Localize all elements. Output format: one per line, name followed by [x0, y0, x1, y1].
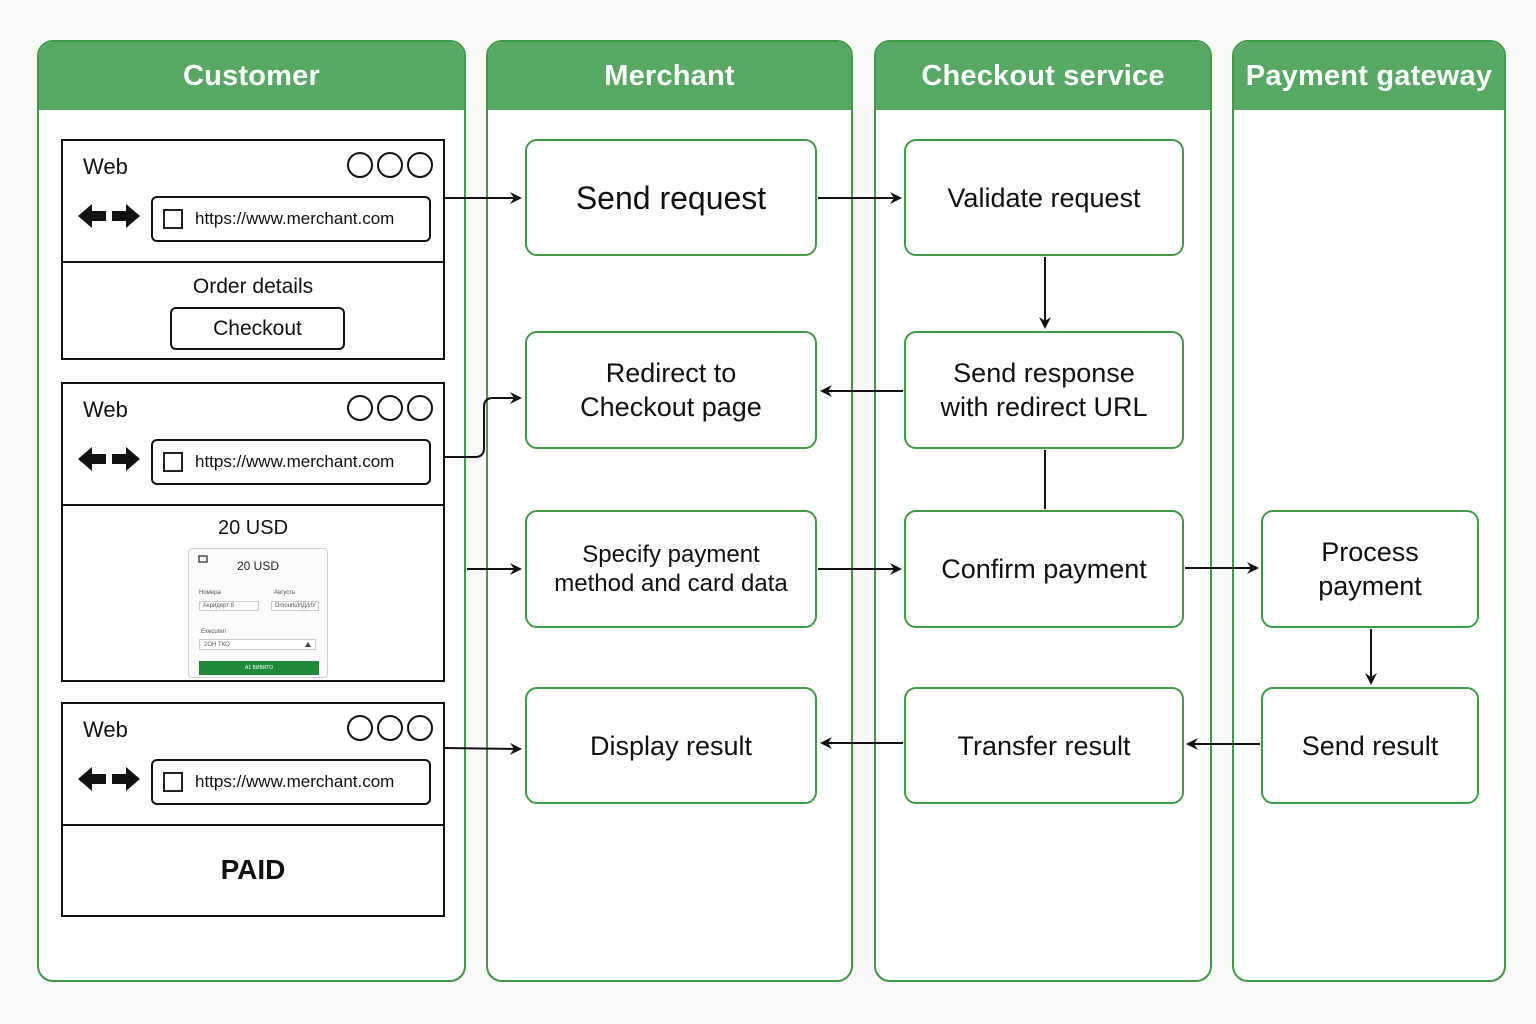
form-label-1: Номера: [199, 590, 221, 596]
step-redirect-to-checkout-label: Redirect to Checkout page: [580, 358, 762, 422]
address-bar[interactable]: https://www.merchant.com: [151, 196, 431, 242]
window-control-icon[interactable]: [377, 715, 403, 741]
page-icon: [163, 209, 183, 229]
page-icon: [163, 772, 183, 792]
address-bar-url: https://www.merchant.com: [195, 452, 395, 471]
browser-window-order: Web https://www.merchant.com Order detai…: [61, 139, 445, 360]
window-control-icon[interactable]: [377, 395, 403, 421]
forward-arrow-icon[interactable]: [112, 203, 142, 229]
step-specify-payment-label: Specify payment method and card data: [554, 541, 788, 597]
lane-title-customer: Customer: [39, 42, 464, 110]
card-icon: [198, 555, 208, 563]
address-bar-url: https://www.merchant.com: [195, 209, 395, 228]
browser-toolbar: Web https://www.merchant.com: [63, 141, 443, 263]
step-process-payment-label: Process payment: [1318, 537, 1422, 601]
form-label-3: Executeri: [201, 629, 227, 635]
step-transfer-result: Transfer result: [904, 687, 1184, 804]
step-send-response-label: Send response with redirect URL: [940, 358, 1148, 422]
address-bar[interactable]: https://www.merchant.com: [151, 759, 431, 805]
step-send-request: Send request: [525, 139, 817, 256]
window-controls: [347, 152, 433, 178]
web-label: Web: [83, 154, 128, 179]
web-label: Web: [83, 397, 128, 422]
chevron-icon: [305, 642, 311, 647]
window-control-icon[interactable]: [407, 395, 433, 421]
cvc-value: 2ОН ТКО: [204, 642, 230, 648]
window-control-icon[interactable]: [347, 715, 373, 741]
browser-window-payment-form: Web https://www.merchant.com 20 USD 20 U…: [61, 382, 445, 682]
card-number-field[interactable]: Акридерт 8: [199, 601, 259, 611]
step-display-result: Display result: [525, 687, 817, 804]
nav-buttons: [78, 203, 142, 229]
window-control-icon[interactable]: [347, 395, 373, 421]
window-control-icon[interactable]: [407, 152, 433, 178]
browser-window-paid: Web https://www.merchant.com PAID: [61, 702, 445, 917]
step-specify-payment: Specify payment method and card data: [525, 510, 817, 628]
window-control-icon[interactable]: [347, 152, 373, 178]
address-bar-url: https://www.merchant.com: [195, 772, 395, 791]
window-controls: [347, 715, 433, 741]
step-process-payment: Process payment: [1261, 510, 1479, 628]
step-send-result-label: Send result: [1301, 730, 1439, 761]
lane-title-payment-gateway: Payment gateway: [1234, 42, 1504, 110]
forward-arrow-icon[interactable]: [112, 446, 142, 472]
form-amount: 20 USD: [236, 559, 280, 573]
order-details-label: Order details: [192, 275, 314, 298]
forward-arrow-icon[interactable]: [112, 766, 142, 792]
window-control-icon[interactable]: [407, 715, 433, 741]
step-display-result-label: Display result: [589, 730, 753, 761]
address-bar[interactable]: https://www.merchant.com: [151, 439, 431, 485]
form-label-2: Августь: [274, 590, 296, 596]
step-send-request-label: Send request: [575, 179, 767, 216]
page-icon: [163, 452, 183, 472]
web-label: Web: [83, 717, 128, 742]
amount-label: 20 USD: [217, 517, 289, 539]
step-transfer-result-label: Transfer result: [957, 730, 1131, 761]
browser-toolbar: Web https://www.merchant.com: [63, 704, 443, 826]
step-validate-request: Validate request: [904, 139, 1184, 256]
expiry-field[interactable]: Dmourk/ИД/ИУ: [271, 601, 319, 611]
step-validate-request-label: Validate request: [947, 182, 1141, 213]
lane-title-merchant: Merchant: [488, 42, 851, 110]
back-arrow-icon[interactable]: [78, 446, 108, 472]
step-send-result: Send result: [1261, 687, 1479, 804]
back-arrow-icon[interactable]: [78, 766, 108, 792]
cvc-field[interactable]: 2ОН ТКО: [199, 639, 316, 650]
nav-buttons: [78, 766, 142, 792]
card-payment-form: 20 USD Номера Августь Акридерт 8 Dmourk/…: [188, 548, 328, 678]
step-confirm-payment: Confirm payment: [904, 510, 1184, 628]
checkout-button[interactable]: Checkout: [170, 307, 345, 350]
window-controls: [347, 395, 433, 421]
paid-status: PAID: [220, 854, 286, 885]
window-control-icon[interactable]: [377, 152, 403, 178]
browser-toolbar: Web https://www.merchant.com: [63, 384, 443, 506]
back-arrow-icon[interactable]: [78, 203, 108, 229]
step-redirect-to-checkout: Redirect to Checkout page: [525, 331, 817, 449]
lane-title-checkout-service: Checkout service: [876, 42, 1210, 110]
nav-buttons: [78, 446, 142, 472]
pay-button[interactable]: А1 ВИВЯТО: [199, 661, 319, 675]
step-confirm-payment-label: Confirm payment: [941, 554, 1147, 584]
step-send-response: Send response with redirect URL: [904, 331, 1184, 449]
